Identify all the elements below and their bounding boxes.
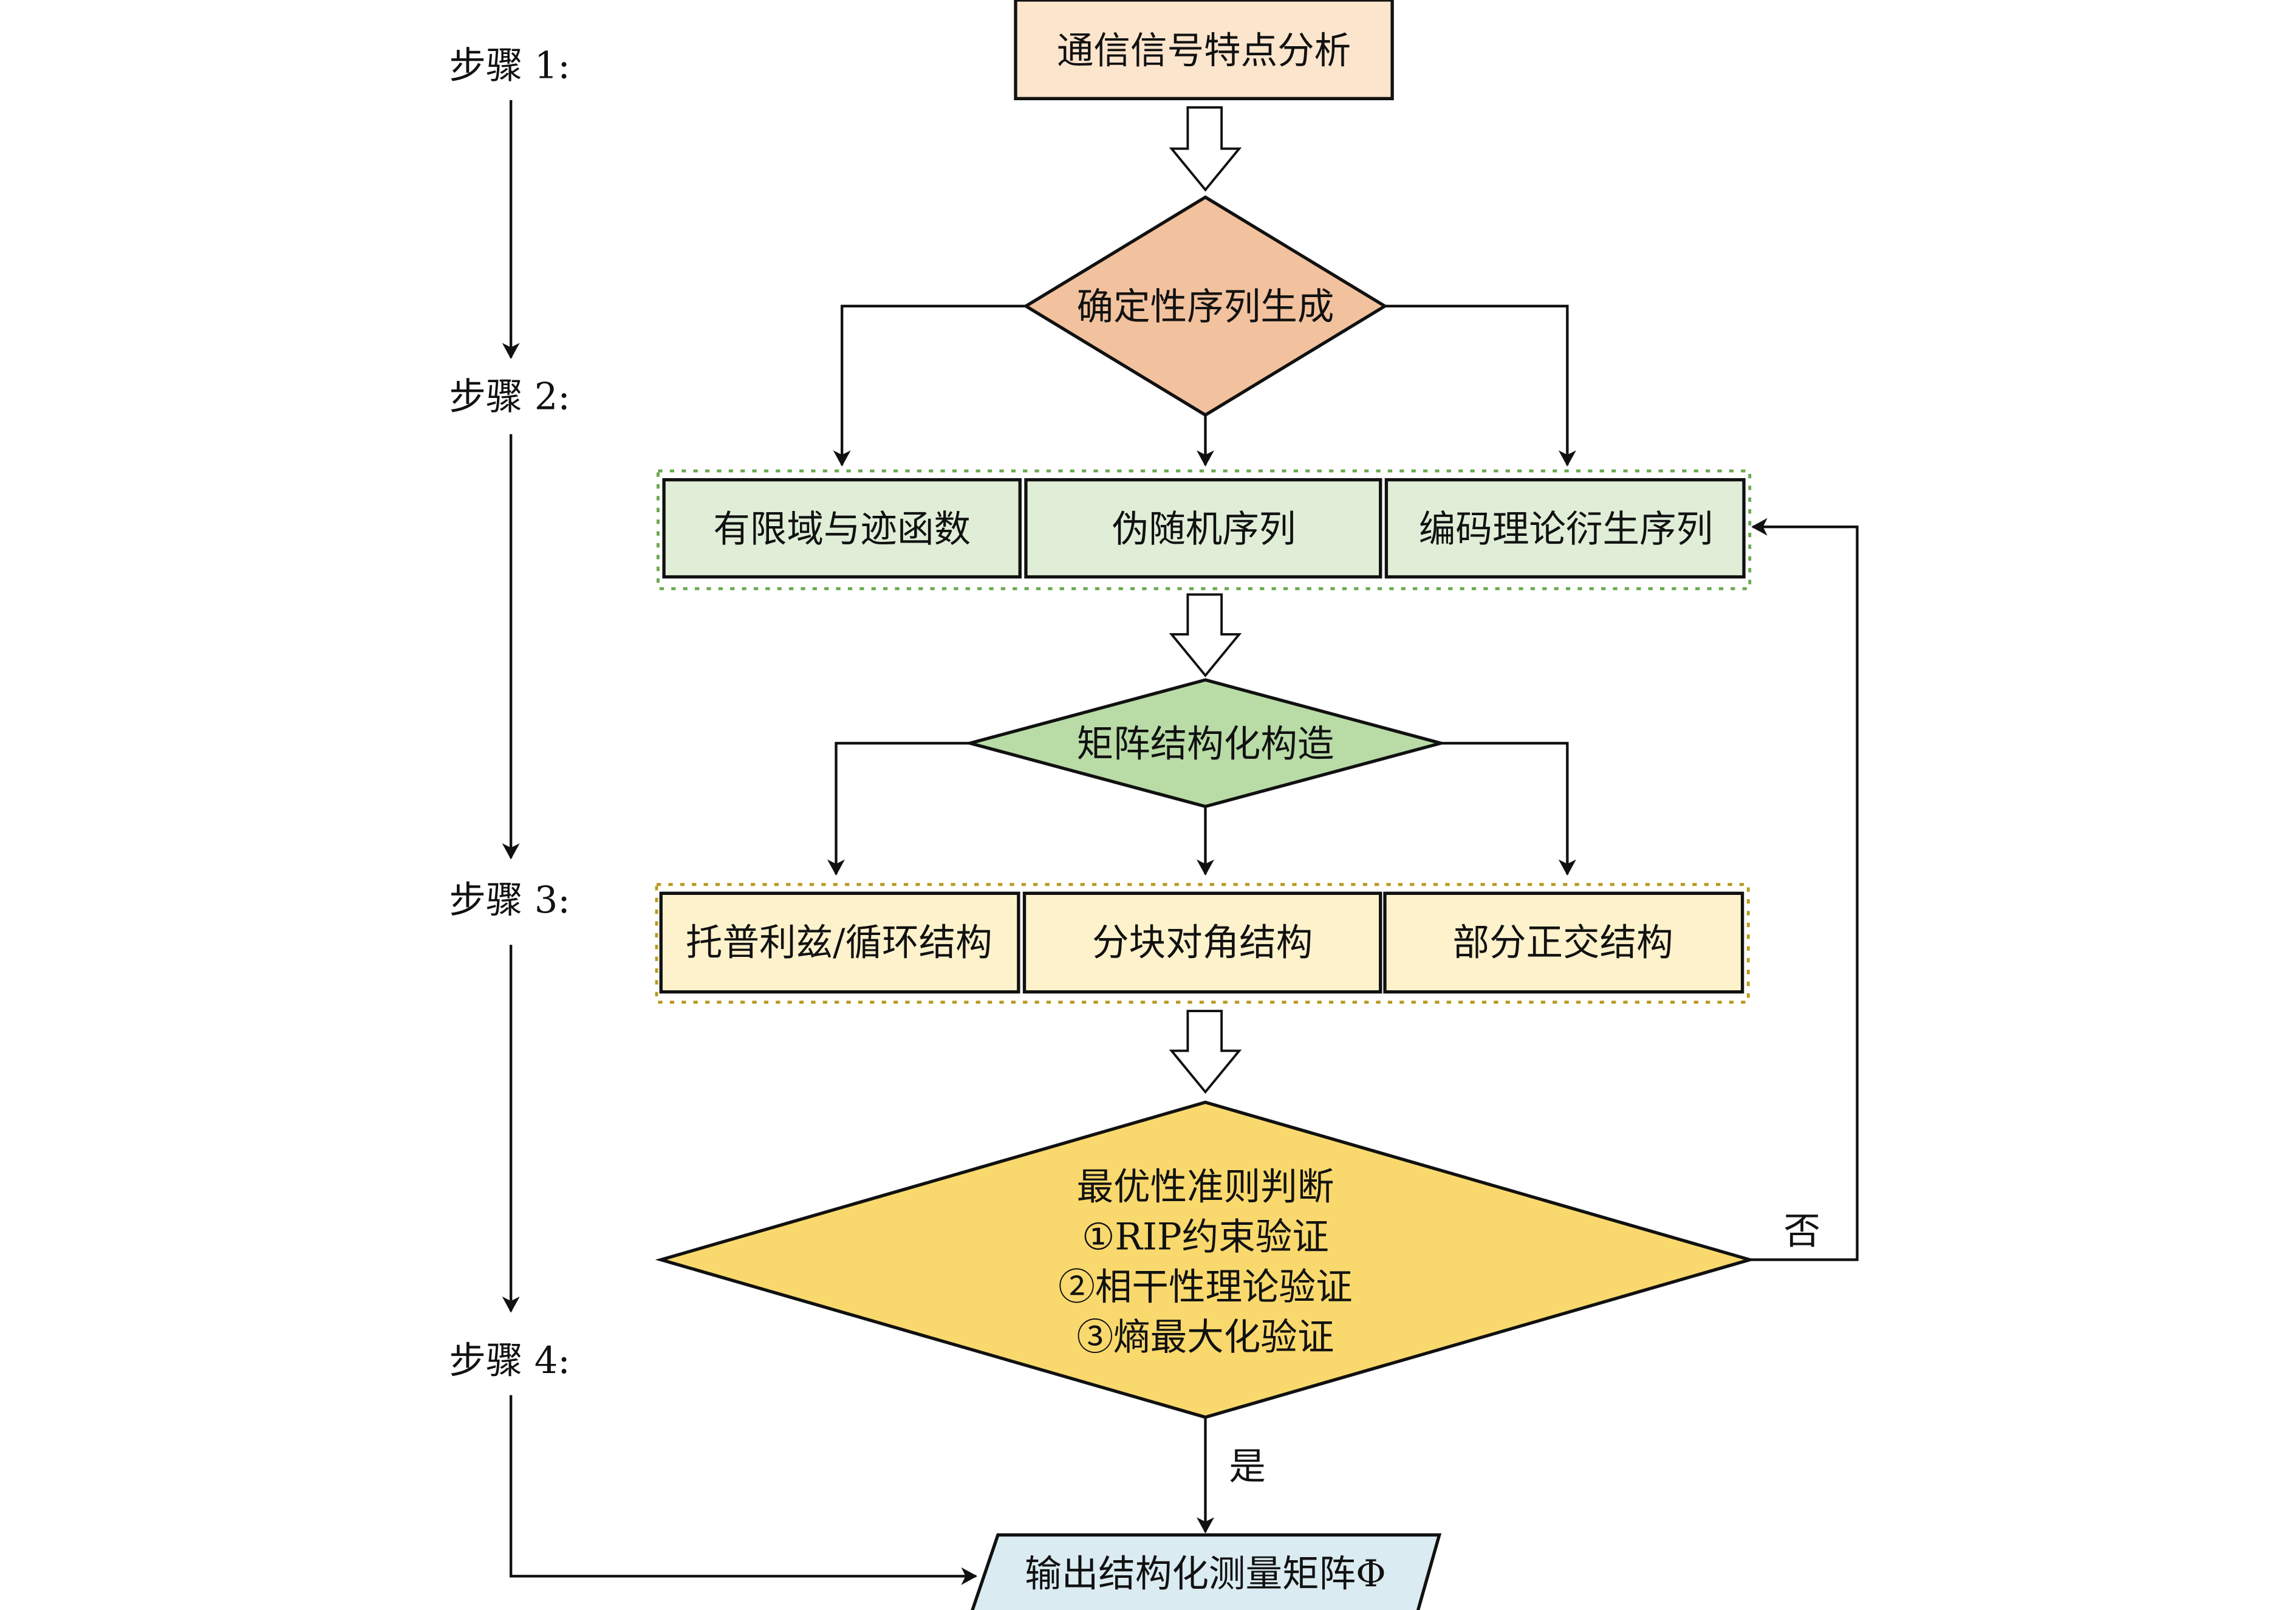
- analysis-label: 通信信号特点分析: [1057, 30, 1351, 72]
- seq-option-1: 伪随机序列: [1024, 478, 1382, 579]
- output-node: 输出结构化测量矩阵Φ: [971, 1533, 1442, 1610]
- struct-option-label: 分块对角结构: [1092, 922, 1313, 964]
- seq-gen-label: 确定性序列生成: [1077, 286, 1334, 329]
- step-4-label: 步骤 4:: [449, 1340, 570, 1382]
- no-loop-arrow: [1749, 518, 1859, 1261]
- struct-option-1: 分块对角结构: [1022, 891, 1382, 994]
- criteria-item-3: ③熵最大化验证: [1077, 1316, 1334, 1358]
- hollow-arrow-1: [1169, 106, 1242, 192]
- branch-arrow-left-1: [833, 304, 1026, 467]
- seq-option-2: 编码理论衍生序列: [1384, 478, 1746, 579]
- step-3-label: 步骤 3:: [449, 879, 570, 922]
- criteria-title: 最优性准则判断: [1077, 1166, 1334, 1208]
- struct-option-0: 托普利兹/循环结构: [659, 891, 1020, 994]
- no-label: 否: [1783, 1210, 1820, 1253]
- output-label: 输出结构化测量矩阵Φ: [1025, 1553, 1386, 1595]
- criteria-decision: 最优性准则判断 ①RIP约束验证 ②相干性理论验证 ③熵最大化验证: [655, 1100, 1756, 1419]
- matrix-struct-decision: 矩阵结构化构造: [963, 678, 1447, 809]
- step-1-label: 步骤 1:: [449, 44, 570, 87]
- branch-arrow-right-2: [1441, 742, 1576, 876]
- hollow-arrow-2: [1169, 593, 1242, 677]
- struct-option-2: 部分正交结构: [1383, 891, 1744, 994]
- hollow-arrow-3: [1169, 1010, 1242, 1094]
- seq-option-label: 有限域与迹函数: [713, 508, 971, 550]
- step-arrow-4: [509, 1395, 978, 1585]
- step-2-label: 步骤 2:: [449, 375, 570, 418]
- analysis-node: 通信信号特点分析: [1014, 0, 1394, 100]
- seq-option-label: 伪随机序列: [1112, 508, 1296, 550]
- seq-options-group: [656, 469, 1752, 591]
- matrix-struct-label: 矩阵结构化构造: [1077, 723, 1334, 766]
- seq-option-label: 编码理论衍生序列: [1419, 508, 1713, 550]
- yes-label: 是: [1229, 1445, 1266, 1488]
- criteria-item-1: ①RIP约束验证: [1082, 1216, 1329, 1259]
- struct-option-label: 托普利兹/循环结构: [686, 922, 993, 964]
- struct-options-group: [655, 883, 1750, 1004]
- seq-option-0: 有限域与迹函数: [662, 478, 1022, 579]
- branch-arrow-left-2: [827, 742, 970, 876]
- criteria-item-2: ②相干性理论验证: [1058, 1266, 1352, 1309]
- branch-arrow-right-1: [1384, 304, 1576, 467]
- seq-gen-decision: 确定性序列生成: [1022, 195, 1389, 417]
- struct-option-label: 部分正交结构: [1452, 922, 1673, 964]
